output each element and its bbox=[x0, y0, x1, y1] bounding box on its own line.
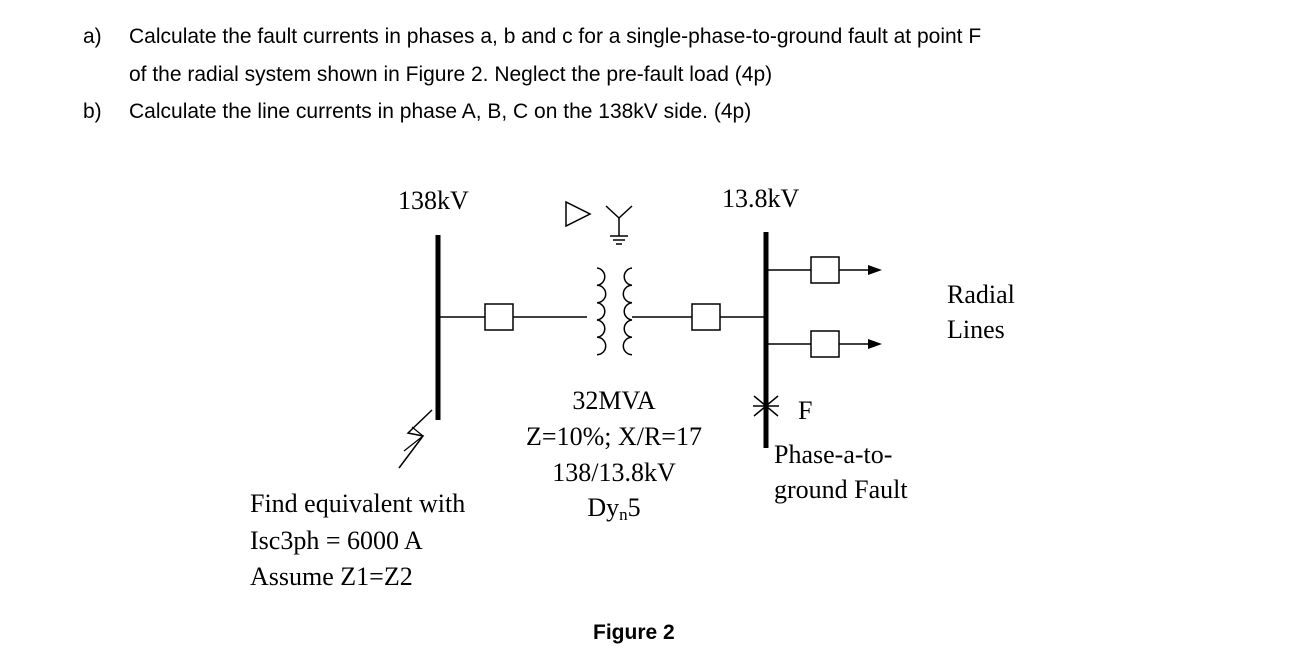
breaker-lv bbox=[691, 303, 721, 331]
question-b-line1: Calculate the line currents in phase A, … bbox=[129, 100, 752, 123]
lightning-icon bbox=[398, 409, 433, 469]
wye-grounded-icon bbox=[605, 205, 633, 245]
question-a-line2: of the radial system shown in Figure 2. … bbox=[129, 63, 773, 86]
transformer-rating: 32MVA bbox=[572, 386, 656, 415]
bus-lv-label: 13.8kV bbox=[722, 184, 800, 213]
fault-desc-line2: ground Fault bbox=[774, 475, 908, 504]
arrow-right-icon bbox=[868, 265, 882, 275]
delta-winding-icon bbox=[565, 200, 592, 228]
radial-lines-label-1: Radial bbox=[947, 280, 1015, 309]
breaker-hv bbox=[484, 303, 514, 331]
radial-lines-label-2: Lines bbox=[947, 315, 1005, 344]
source-note-line2: Isc3ph = 6000 A bbox=[250, 526, 423, 555]
breaker-radial-1 bbox=[810, 256, 840, 284]
question-b-marker: b) bbox=[83, 100, 102, 123]
vector-group-main: Dy bbox=[587, 493, 620, 522]
transformer-icon bbox=[596, 267, 633, 356]
breaker-radial-2 bbox=[810, 330, 840, 358]
bus-hv-label: 138kV bbox=[398, 186, 469, 215]
transformer-voltage-ratio: 138/13.8kV bbox=[552, 458, 676, 487]
vector-group-num: 5 bbox=[627, 493, 641, 522]
question-a-line1: Calculate the fault currents in phases a… bbox=[129, 25, 982, 48]
vector-group-sub: n bbox=[619, 505, 628, 524]
fault-desc-line1: Phase-a-to- bbox=[774, 440, 893, 469]
arrow-right-icon bbox=[868, 339, 882, 349]
transformer-impedance: Z=10%; X/R=17 bbox=[526, 422, 702, 451]
lightning-icon-inner bbox=[403, 426, 424, 452]
source-note-line1: Find equivalent with bbox=[250, 489, 466, 518]
fault-asterisk-icon bbox=[753, 395, 779, 417]
fault-label: F bbox=[798, 396, 813, 425]
transformer-vector-group: Dyn5 bbox=[514, 493, 714, 524]
source-note-line3: Assume Z1=Z2 bbox=[250, 562, 413, 591]
figure-caption: Figure 2 bbox=[593, 621, 675, 644]
question-a-marker: a) bbox=[83, 25, 102, 48]
